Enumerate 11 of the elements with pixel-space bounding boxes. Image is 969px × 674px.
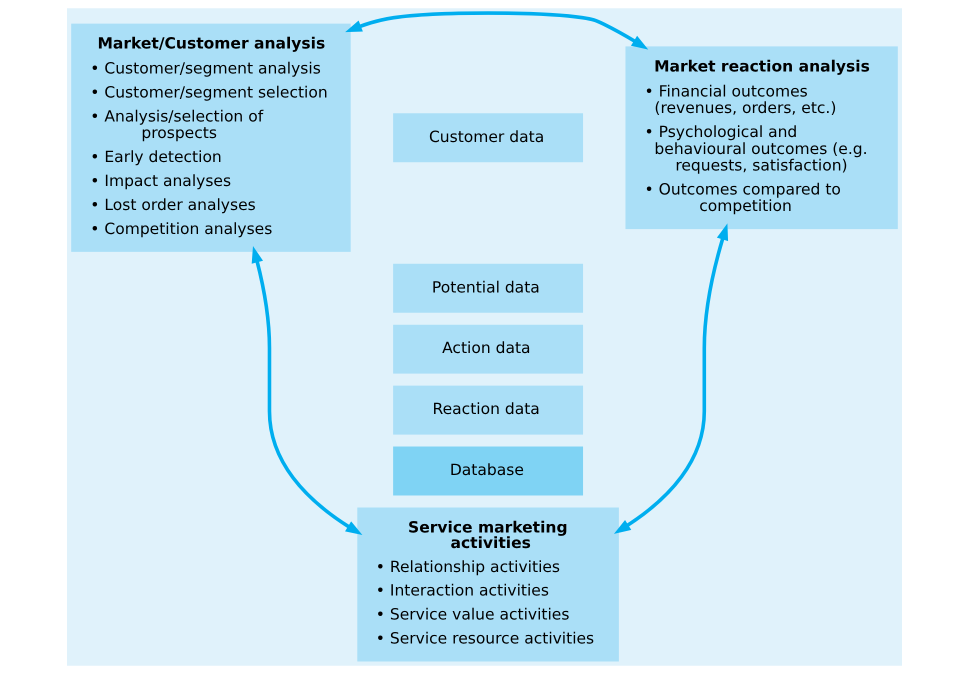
node-box: Market/Customer analysis • Customer/segment analysis • Customer/segment selection • Analysis/selection of prospects • Early detection • Impact analyses • Lost order analyses • Competition analyses	[71, 24, 351, 252]
arrow	[614, 223, 728, 534]
arrow	[345, 11, 648, 50]
node-box: Action data	[393, 324, 584, 374]
node-box: Service marketing activities • Relationship activities • Interaction activities • Service value activities • Service resource activities	[357, 507, 619, 662]
node-box: Reaction data	[393, 386, 584, 435]
node-box: Potential data	[393, 264, 584, 313]
node-box: Market reaction analysis • Financial outcomes (revenues, orders, etc.) • Psychological and behavioural outcomes (e.g. requests, satisfaction) • Outcomes compared to competition	[625, 46, 898, 230]
arrow	[252, 246, 362, 536]
node-box: Database	[393, 446, 584, 496]
node-box: Customer data	[393, 113, 584, 162]
